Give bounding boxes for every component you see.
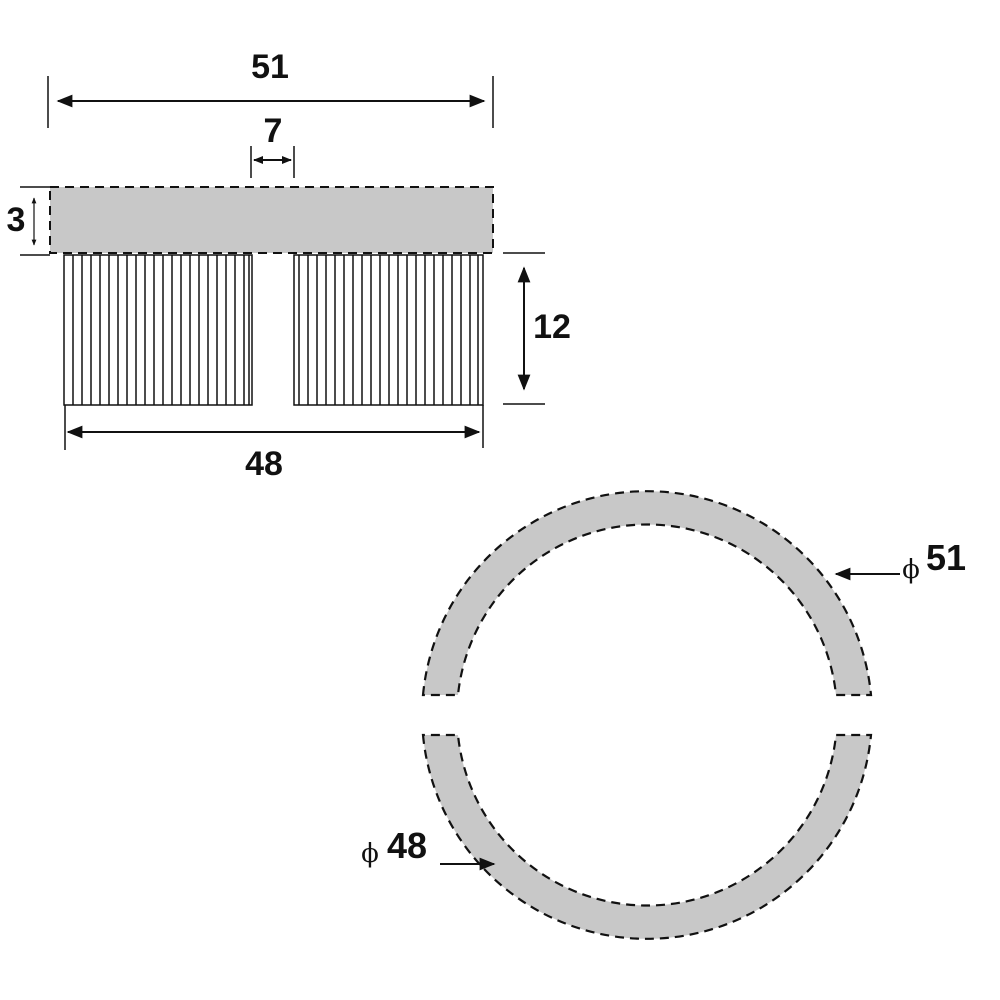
bristle-height-dimension: 12: [503, 252, 571, 405]
diameter-symbol-icon: ϕ: [361, 839, 379, 869]
base-thickness-label: 3: [7, 201, 26, 239]
overall-width-dimension: 51: [47, 48, 494, 128]
outer-diameter-label: 51: [926, 537, 966, 578]
ring-view: ϕ 51 ϕ 48: [361, 490, 966, 940]
bristles-left: [63, 254, 253, 406]
gap-width-label: 7: [264, 112, 283, 150]
side-view: 51 7 3: [7, 48, 571, 483]
ring-upper-half: [421, 490, 873, 697]
base-thickness-dimension: 3: [7, 186, 50, 256]
outer-diameter-callout: ϕ: [834, 555, 920, 585]
diameter-symbol-icon: ϕ: [902, 555, 920, 585]
gap-width-dimension: 7: [250, 112, 295, 178]
base-strip: [49, 186, 494, 254]
inner-diameter-callout: ϕ: [361, 839, 496, 871]
bristle-height-label: 12: [533, 308, 571, 346]
bristle-width-label: 48: [245, 445, 283, 483]
bristles-right: [293, 254, 484, 406]
bristle-width-dimension: 48: [64, 405, 484, 483]
inner-diameter-label: 48: [387, 825, 427, 866]
overall-width-label: 51: [251, 48, 289, 86]
ring-lower-half: [421, 733, 873, 940]
